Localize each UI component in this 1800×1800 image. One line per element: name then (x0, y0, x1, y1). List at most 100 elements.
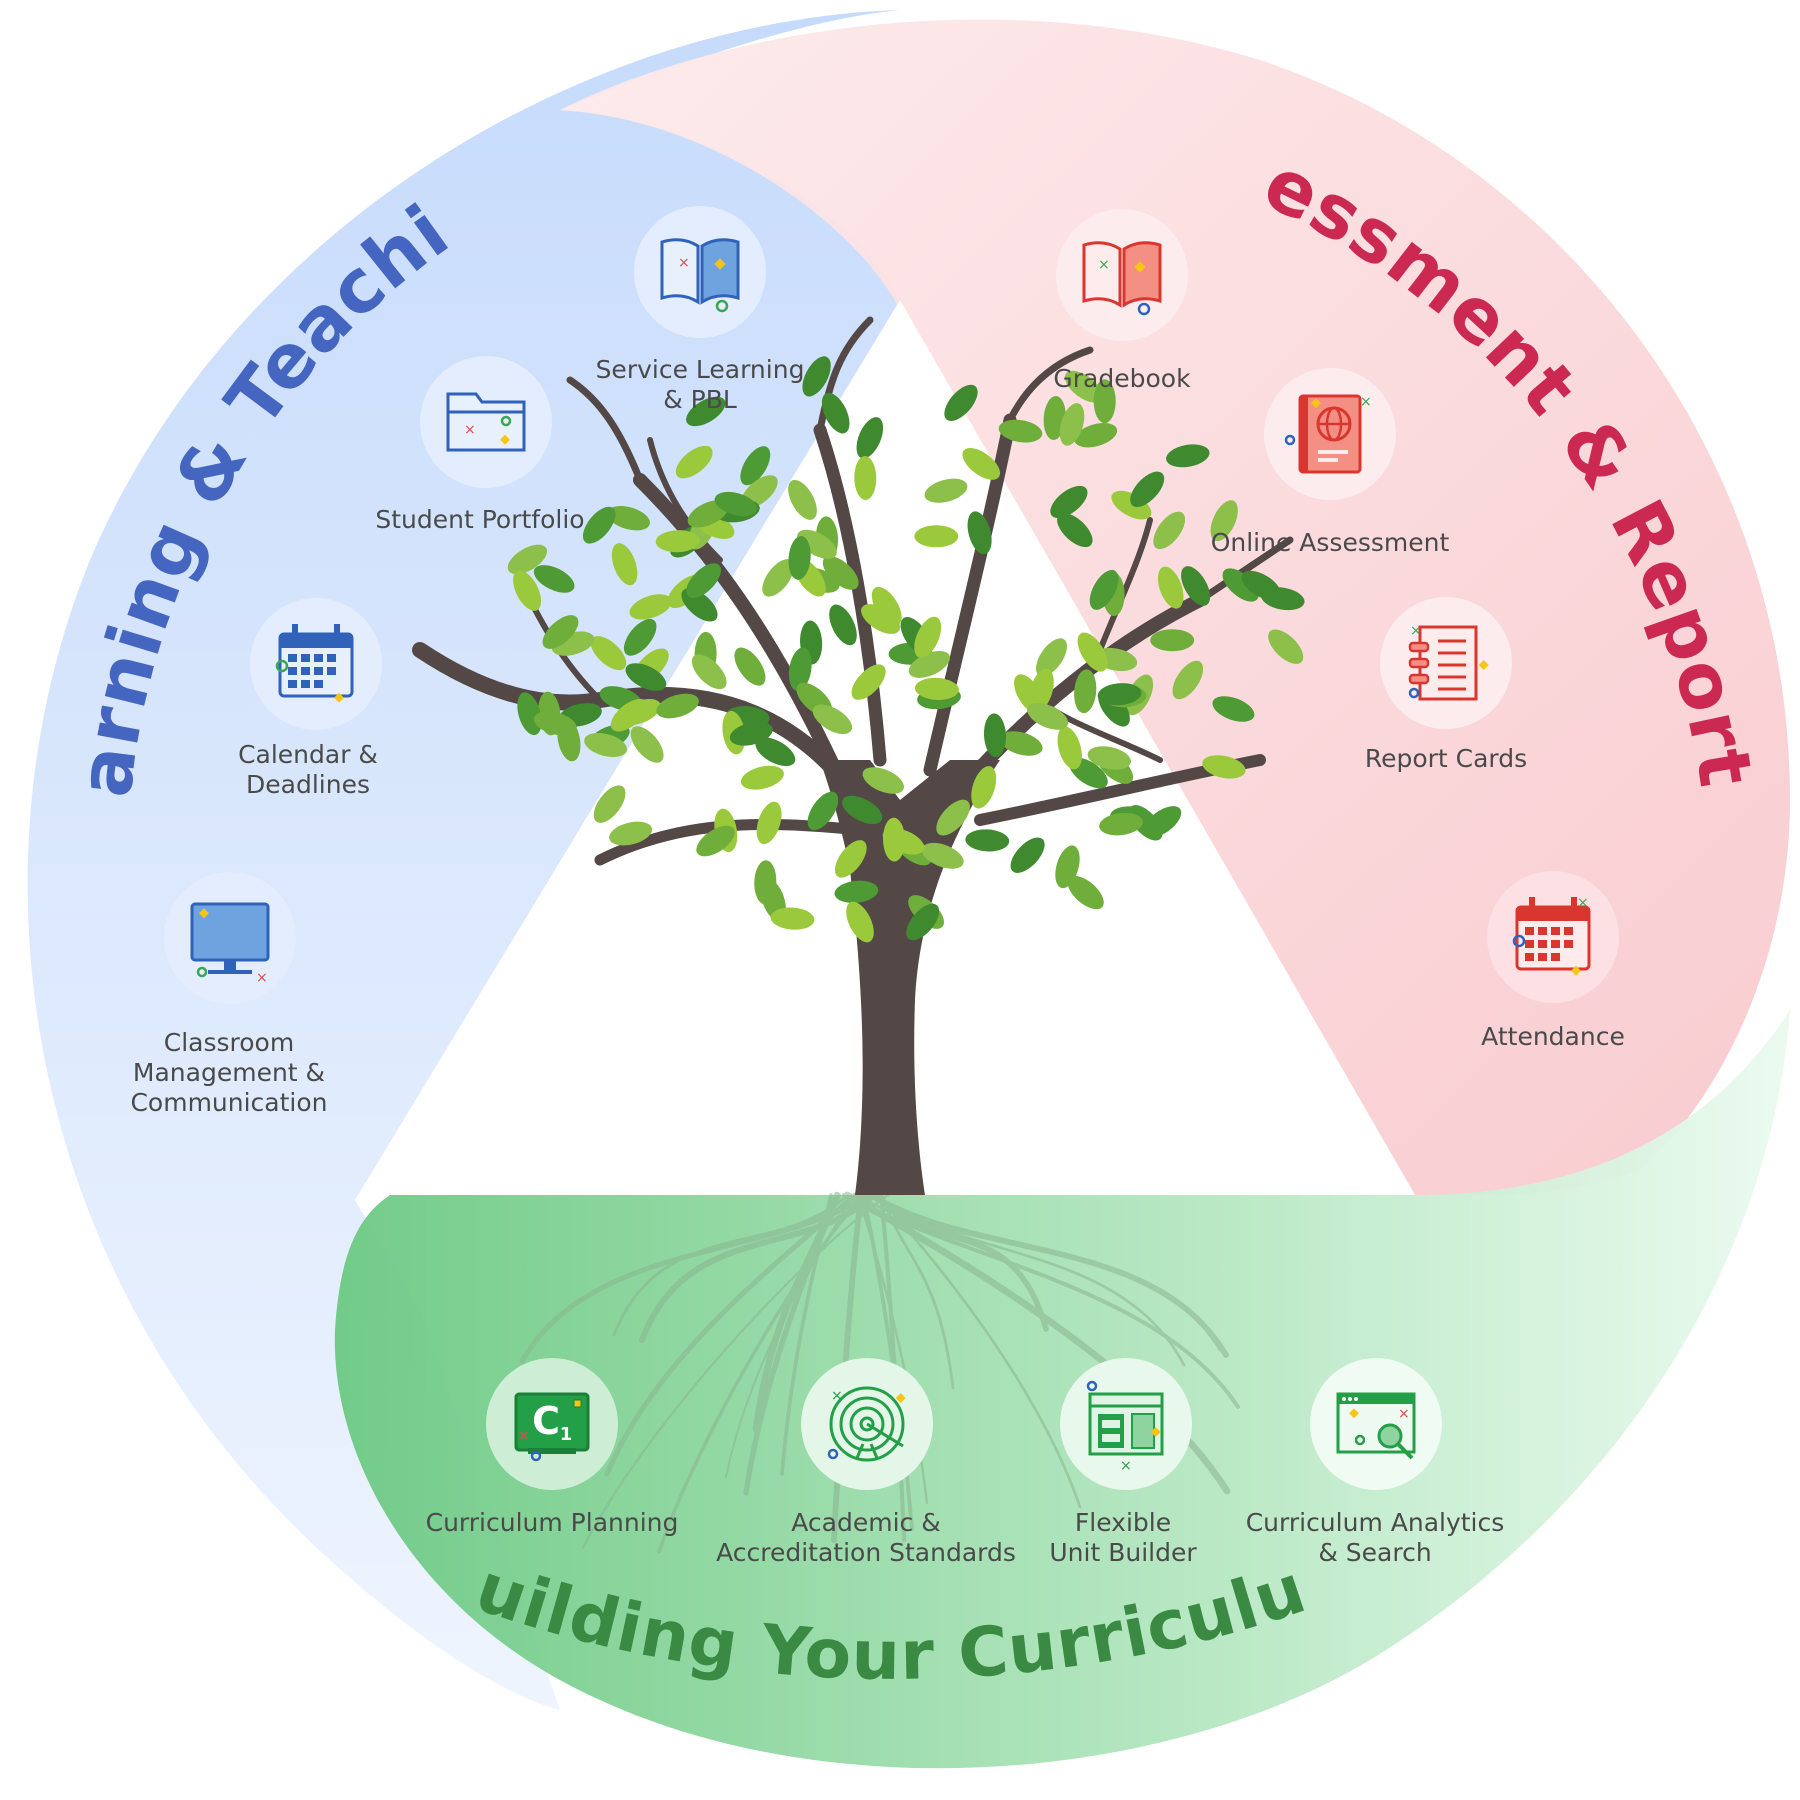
leaf (696, 825, 735, 857)
leaf (1074, 669, 1097, 714)
leaf (1268, 629, 1304, 664)
leaf (593, 785, 626, 823)
leaf (846, 901, 874, 943)
svg-text:×: × (1098, 257, 1110, 273)
leaf (655, 530, 700, 553)
svg-text:C: C (532, 1399, 560, 1443)
tree-branch (923, 413, 1017, 777)
leaf (687, 500, 729, 528)
leaf (507, 544, 548, 575)
leaf (1143, 806, 1182, 838)
leaf (623, 618, 657, 656)
leaf (999, 731, 1043, 756)
layout-icon: × (1086, 1380, 1164, 1474)
leaf (517, 692, 542, 736)
item-label: Service Learning& PBL (596, 355, 805, 414)
tree-branch (633, 473, 847, 787)
item-student-portfolio[interactable]: × Student Portfolio (375, 356, 585, 534)
leaf (1055, 845, 1080, 889)
leaf (834, 880, 879, 903)
leaf (851, 664, 886, 700)
leaf (1130, 471, 1165, 508)
item-label: Academic &Accreditation Standards (716, 1508, 1016, 1567)
item-label: Student Portfolio (375, 505, 584, 534)
leaf (965, 829, 1010, 852)
svg-text:×: × (256, 970, 268, 986)
item-academic-standards[interactable]: × Academic &Accreditation Standards (716, 1358, 1016, 1567)
leaf (914, 677, 959, 700)
leaf (582, 506, 616, 544)
leaf (822, 556, 859, 590)
svg-text:×: × (1577, 895, 1589, 911)
item-label: Calendar &Deadlines (238, 740, 378, 799)
leaf (533, 711, 577, 736)
item-report-cards[interactable]: × Report Cards (1365, 597, 1527, 773)
leaf (1057, 513, 1093, 548)
root (878, 1192, 907, 1543)
leaf (1077, 632, 1108, 672)
tree-branch (647, 437, 723, 563)
item-calendar-deadlines[interactable]: Calendar &Deadlines (238, 598, 382, 799)
leaf (630, 726, 664, 763)
leaf (802, 356, 831, 397)
tree-leaves (507, 356, 1305, 943)
leaf (921, 842, 964, 869)
leaf (584, 732, 628, 758)
leaf (754, 860, 777, 905)
item-curriculum-analytics[interactable]: × Curriculum Analytics& Search (1246, 1358, 1505, 1567)
root (880, 1193, 955, 1390)
leaf (734, 647, 766, 686)
tree-branch (1097, 517, 1153, 653)
svg-text:×: × (1360, 394, 1372, 410)
leaf (1181, 566, 1211, 606)
root (743, 1192, 841, 1496)
leaf (1202, 755, 1246, 779)
leaf (686, 396, 726, 427)
book-icon: × (660, 238, 740, 313)
item-label: Curriculum Planning (426, 1508, 679, 1537)
leaf (962, 448, 1001, 480)
item-attendance[interactable]: × Attendance (1481, 871, 1625, 1051)
target-icon: × (827, 1386, 906, 1462)
leaf (788, 647, 812, 691)
leaf (1210, 500, 1238, 542)
leaf (842, 795, 883, 825)
item-service-learning[interactable]: × Service Learning& PBL (596, 206, 805, 414)
tree-trunk (820, 760, 1000, 1195)
item-online-assessment[interactable]: × Online Assessment (1211, 368, 1450, 557)
leaf (762, 559, 795, 597)
leaf (788, 479, 817, 520)
leaf (629, 594, 672, 620)
leaf (882, 828, 925, 855)
leaf (610, 698, 648, 732)
item-curriculum-planning[interactable]: C 1 × Curriculum Planning (426, 1358, 679, 1537)
item-gradebook[interactable]: × Gradebook (1053, 209, 1191, 393)
leaf (740, 446, 771, 486)
leaf (533, 565, 575, 593)
root (868, 1192, 1229, 1358)
leaf (971, 766, 997, 809)
leaf (1261, 587, 1305, 611)
root (861, 1193, 914, 1531)
calendar-icon: × (1512, 895, 1591, 976)
leaf (1089, 569, 1119, 610)
root (874, 1193, 1082, 1509)
leaf (908, 650, 950, 678)
leaf (914, 616, 942, 658)
leaf (1010, 837, 1045, 873)
leaf (1029, 668, 1054, 712)
leaf (829, 604, 857, 646)
svg-text:×: × (1398, 1406, 1410, 1422)
tree-roots (519, 1191, 1240, 1554)
item-label: Attendance (1481, 1022, 1625, 1051)
folder-icon: × (446, 392, 526, 452)
leaf (755, 737, 796, 767)
root (843, 1191, 1231, 1495)
item-label: Online Assessment (1211, 528, 1450, 557)
tree-branch (566, 376, 644, 484)
leaf (607, 506, 650, 531)
leaf (834, 840, 867, 878)
